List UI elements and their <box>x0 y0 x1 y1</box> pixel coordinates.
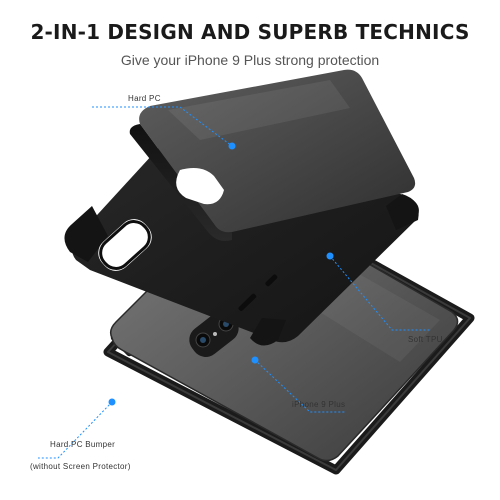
callout-dot-iphone <box>251 356 259 364</box>
callout-label-soft-tpu: Soft TPU <box>408 335 443 344</box>
callout-lines <box>38 106 430 459</box>
callout-line-bumper <box>38 401 113 459</box>
callout-label-hard-pc: Hard PC <box>128 94 161 103</box>
headline: 2-IN-1 DESIGN AND SUPERB TECHNICS <box>30 20 470 44</box>
callout-dot-bumper <box>108 398 116 406</box>
callout-label-iphone: iPhone 9 Plus <box>292 400 346 409</box>
callout-dots <box>108 142 334 406</box>
callout-line-iphone <box>254 359 345 413</box>
hard-pc-shell <box>129 69 416 241</box>
callout-line-hard-pc <box>92 106 233 147</box>
callout-label-bumper-note: (without Screen Protector) <box>30 462 131 471</box>
callout-label-bumper: Hard PC Bumper <box>50 440 116 449</box>
callout-dot-hard-pc <box>228 142 236 150</box>
callout-dot-soft-tpu <box>326 252 334 260</box>
callout-line-soft-tpu <box>329 255 430 331</box>
subheadline: Give your iPhone 9 Plus strong protectio… <box>120 52 380 68</box>
